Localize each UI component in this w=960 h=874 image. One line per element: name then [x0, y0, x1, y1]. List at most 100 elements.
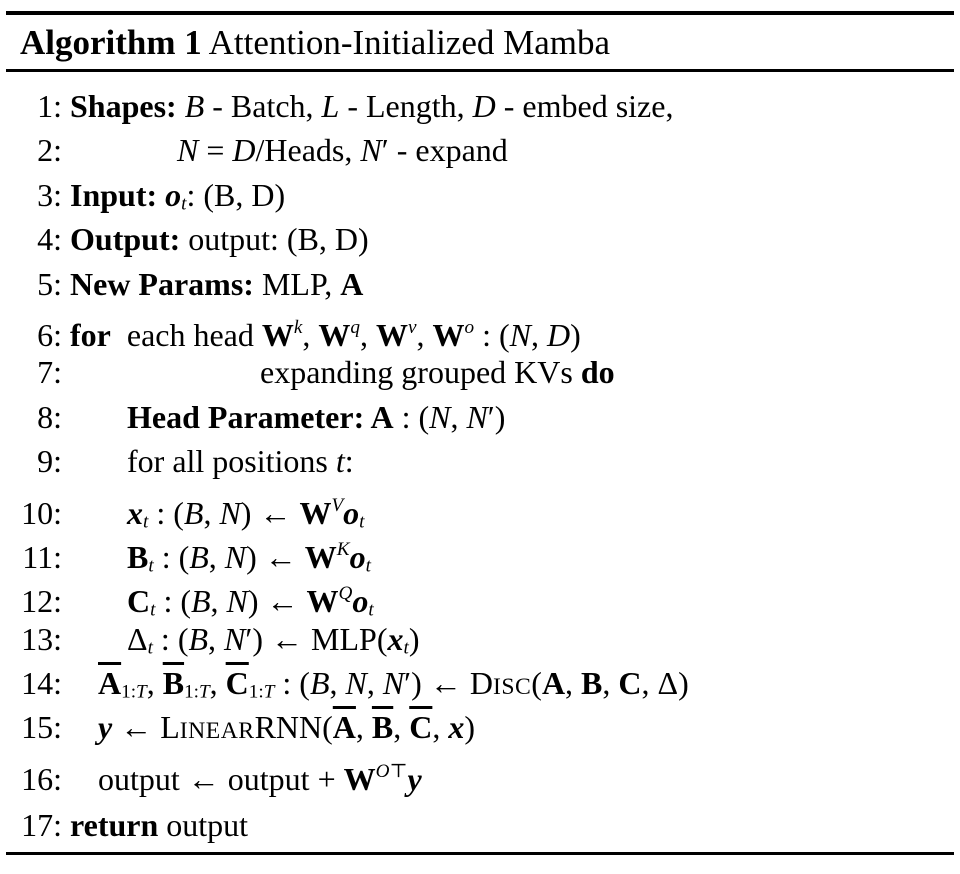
algorithm-line: 8:Head Parameter: A : (N, N′) — [8, 395, 952, 439]
line-content: xt : (B, N) ← WVot — [127, 484, 952, 545]
text-segment: , — [210, 583, 227, 620]
text-segment: x — [387, 620, 404, 657]
text-segment: N — [360, 132, 382, 169]
text-segment: x — [448, 709, 465, 746]
text-segment: A — [541, 665, 566, 702]
text-segment: B — [581, 665, 603, 702]
text-segment: t — [148, 555, 154, 577]
text-segment: ) — [464, 709, 476, 746]
text-segment: ′ — [381, 132, 389, 169]
text-segment: N — [226, 583, 248, 620]
text-segment: output ← output + — [98, 760, 344, 797]
text-segment: B — [309, 665, 330, 702]
text-segment: N — [224, 538, 247, 575]
text-segment: ) ← — [411, 665, 470, 702]
line-number: 7: — [37, 354, 62, 391]
text-segment: o — [349, 538, 366, 575]
line-content: return output — [70, 803, 952, 847]
text-segment: t — [150, 599, 156, 621]
line-number: 10: — [21, 494, 62, 531]
text-segment: k — [293, 316, 303, 338]
text-segment: ) ← — [240, 494, 300, 531]
text-segment: ′ — [404, 665, 412, 702]
text-segment: y — [98, 709, 113, 746]
text-segment: W — [432, 317, 465, 353]
text-segment: ) — [494, 398, 506, 435]
text-segment: , — [602, 665, 619, 702]
line-content: A1:T, B1:T, C1:T : (B, N, N′) ← DISC(A, … — [98, 661, 952, 715]
algorithm-line: 4:Output: output: (B, D) — [8, 217, 952, 261]
algorithm-line: 2:N = D/Heads, N′ - expand — [8, 128, 952, 172]
text-segment: , — [203, 494, 220, 531]
text-segment: W — [306, 583, 339, 620]
text-segment: B — [191, 583, 211, 620]
text-segment: ) ← — [246, 538, 305, 575]
text-segment: - Length, — [339, 88, 473, 124]
line-content: Output: output: (B, D) — [70, 217, 952, 261]
algorithm-line: 12:Ct : (B, N) ← WQot — [8, 572, 952, 621]
line-number: 15: — [21, 709, 62, 746]
algorithm-line: 15:y ← LINEARRNN(A, B, C, x) — [8, 705, 952, 749]
text-segment: Δ — [127, 620, 148, 657]
text-segment: ) — [570, 317, 581, 353]
text-segment: W — [343, 760, 376, 797]
text-segment: : ( — [274, 665, 310, 702]
line-number: 12: — [21, 583, 62, 620]
line-number: 13: — [21, 620, 62, 657]
text-segment: t — [143, 511, 149, 533]
text-segment: B — [188, 620, 209, 657]
text-segment: W — [304, 538, 337, 575]
text-segment: C — [618, 665, 642, 702]
text-segment: N — [509, 317, 532, 353]
text-segment: Shapes: — [70, 88, 185, 124]
text-segment: D — [472, 88, 496, 124]
text-segment: C — [409, 709, 433, 746]
text-segment: , — [416, 317, 433, 353]
line-content: Ct : (B, N) ← WQot — [127, 572, 952, 633]
line-number: 17: — [21, 807, 62, 844]
text-segment: O — [375, 760, 390, 782]
line-content: output ← output + WO⊤y — [98, 750, 952, 801]
text-segment: , — [146, 665, 163, 702]
text-segment: D — [547, 317, 571, 353]
text-segment: v — [408, 316, 417, 338]
text-segment: , — [450, 398, 467, 435]
algorithm-body: 1:Shapes: B - Batch, L - Length, D - emb… — [8, 84, 952, 848]
text-segment: q — [350, 316, 360, 338]
text-segment: N — [429, 398, 451, 435]
algorithm-line: 14:A1:T, B1:T, C1:T : (B, N, N′) ← DISC(… — [8, 661, 952, 705]
text-segment: = — [198, 132, 233, 169]
text-segment: C — [225, 665, 249, 702]
text-segment: B — [189, 538, 209, 575]
text-segment: , Δ) — [641, 665, 689, 702]
top-rule — [6, 11, 954, 15]
text-segment: A — [340, 265, 364, 302]
text-segment: output: (B, D) — [188, 221, 369, 258]
line-number: 1: — [37, 88, 62, 124]
text-segment: t — [368, 599, 374, 621]
line-content: for each head Wk, Wq, Wv, Wo : (N, D) — [70, 306, 952, 357]
text-segment: expanding grouped KVs — [260, 354, 581, 391]
text-segment: N — [345, 665, 367, 702]
text-segment: L — [321, 88, 340, 124]
algorithm-header: Algorithm 1 Attention-Initialized Mamba — [20, 20, 950, 66]
header-divider-rule — [6, 69, 954, 72]
text-segment: B — [162, 665, 185, 702]
line-content: Shapes: B - Batch, L - Length, D - embed… — [70, 84, 952, 128]
text-segment: ← — [112, 709, 161, 746]
text-segment: : ( — [152, 620, 189, 657]
text-segment: each head — [110, 317, 262, 353]
algorithm-line: 17:return output — [8, 803, 952, 847]
text-segment: - Batch, — [204, 88, 322, 124]
text-segment: B — [183, 494, 204, 531]
text-segment: New Params: — [70, 265, 262, 302]
line-content: New Params: MLP, A — [70, 262, 952, 306]
text-segment: /Heads, — [255, 132, 361, 169]
text-segment: : ( — [393, 398, 430, 435]
text-segment: L — [160, 709, 180, 746]
text-segment: t — [181, 193, 187, 215]
text-segment: , — [302, 317, 319, 353]
text-segment: ( — [531, 665, 542, 702]
bottom-rule — [6, 852, 954, 855]
text-segment: N — [177, 132, 199, 169]
